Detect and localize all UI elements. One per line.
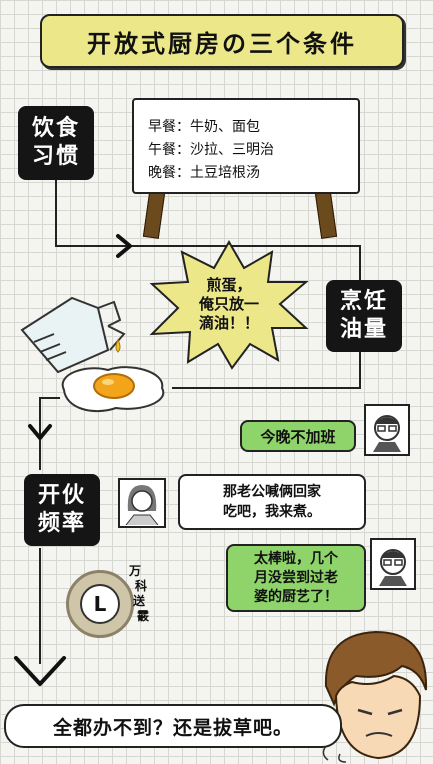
menu-sep: ：	[176, 119, 190, 135]
tag-cooking-frequency-line1: 开伙	[37, 483, 86, 508]
menu-row-dinner: 晚餐：土豆培根汤	[148, 162, 344, 185]
speech-line: 那老公喊俩回家	[223, 484, 321, 500]
burst-bubble	[149, 239, 309, 370]
speech-bubble-wife: 那老公喊俩回家 吃吧，我来煮。	[178, 474, 366, 530]
title-banner: 开放式厨房の三个条件	[40, 14, 404, 68]
burst-line: 俺只放一	[198, 295, 259, 313]
menu-food: 牛奶、面包	[190, 119, 260, 135]
stamp-letter: L	[80, 584, 120, 624]
stamp-char: 科	[134, 579, 147, 593]
oil-jug-icon	[20, 296, 126, 374]
fried-egg-icon	[61, 366, 165, 413]
tag-cooking-oil-line1: 烹饪	[339, 289, 388, 314]
menu-food: 沙拉、三明治	[190, 142, 274, 158]
man-glasses-icon	[379, 549, 407, 586]
speech-text: 今晚不加班	[260, 427, 336, 446]
crying-boy-icon	[322, 630, 428, 763]
stamp-vertical-text: 万 科 送 霰	[128, 564, 150, 624]
husband-avatar	[364, 404, 410, 456]
burst-line: 煎蛋，	[206, 276, 252, 294]
menu-meal: 早餐	[148, 119, 176, 135]
conclusion-text: 全都办不到？还是拔草吧。	[52, 716, 293, 739]
tag-cooking-oil-line2: 油量	[339, 317, 388, 342]
husband-avatar-2	[370, 538, 416, 590]
woman-icon	[125, 485, 159, 525]
menu-food: 土豆培根汤	[190, 165, 260, 181]
speech-bubble-no-overtime: 今晚不加班	[240, 420, 356, 452]
menu-meal: 午餐	[148, 142, 176, 158]
wife-avatar	[118, 478, 166, 528]
stamp-char: 万	[128, 564, 141, 578]
stamp-char: 送	[132, 594, 145, 608]
tag-eating-habits: 饮食 习惯	[18, 106, 94, 180]
speech-bubble-great: 太棒啦，几个 月没尝到过老 婆的厨艺了！	[226, 544, 366, 612]
menu-sep: ：	[176, 165, 190, 181]
menu-row-breakfast: 早餐：牛奶、面包	[148, 116, 344, 139]
brand-stamp-logo: L	[66, 570, 134, 638]
speech-line: 吃吧，我来煮。	[223, 504, 321, 520]
conclusion-bar: 全都办不到？还是拔草吧。	[4, 704, 342, 748]
tag-eating-habits-line2: 习惯	[31, 144, 80, 169]
menu-meal: 晚餐	[148, 165, 176, 181]
tag-cooking-frequency-line2: 频率	[37, 511, 86, 536]
menu-sep: ：	[176, 142, 190, 158]
page-title: 开放式厨房の三个条件	[87, 29, 357, 58]
menu-row-lunch: 午餐：沙拉、三明治	[148, 139, 344, 162]
speech-line: 月没尝到过老	[254, 569, 338, 586]
tag-cooking-oil: 烹饪 油量	[326, 280, 402, 352]
speech-line: 太棒啦，几个	[254, 550, 338, 567]
tag-eating-habits-line1: 饮食	[31, 116, 80, 141]
speech-line: 婆的厨艺了！	[254, 588, 338, 605]
tag-cooking-frequency: 开伙 频率	[24, 474, 100, 546]
burst-text: 煎蛋， 俺只放一 滴油！！	[176, 276, 282, 333]
menu-board: 早餐：牛奶、面包 午餐：沙拉、三明治 晚餐：土豆培根汤	[132, 98, 360, 194]
man-glasses-icon	[373, 415, 401, 452]
burst-line: 滴油！！	[198, 314, 259, 332]
stamp-char: 霰	[136, 609, 149, 623]
